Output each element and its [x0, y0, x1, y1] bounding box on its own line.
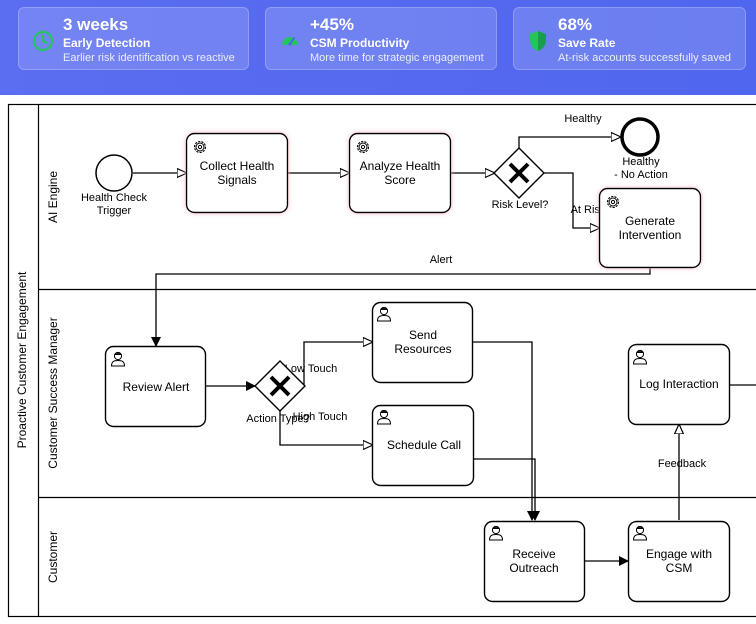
flow-label-low-touch: Low Touch: [285, 363, 337, 375]
task-analyze-health-score[interactable]: Analyze Health Score: [348, 132, 452, 214]
end-event-label: - No Action: [614, 169, 668, 181]
task-receive-outreach[interactable]: Receive Outreach: [483, 520, 586, 603]
task-engage-with-csm[interactable]: Engage with CSM: [627, 520, 731, 603]
gear-icon: [356, 140, 370, 154]
start-event[interactable]: [95, 154, 133, 192]
kpi-value: 68%: [558, 15, 593, 34]
gateway-label: Risk Level?: [492, 199, 549, 211]
flow-schedule-to-receive: [474, 458, 540, 521]
kpi-card-save-rate: 68% Save Rate At-risk accounts successfu…: [513, 7, 746, 70]
kpi-label: CSM Productivity: [310, 36, 410, 50]
pool-label: Proactive Customer Engagement: [15, 271, 29, 448]
kpi-label: Save Rate: [558, 36, 616, 50]
task-label: Intervention: [619, 228, 682, 242]
lane-label-customer: Customer: [46, 531, 60, 583]
task-label: Generate: [625, 214, 675, 228]
start-event-label: Health Check: [81, 192, 148, 204]
flow-healthy: [518, 137, 620, 148]
kpi-value: +45%: [310, 15, 354, 34]
task-label: Analyze Health: [360, 159, 441, 173]
gauge-icon: [282, 37, 298, 46]
kpi-description: At-risk accounts successfully saved: [558, 52, 732, 64]
flow-high-touch: [279, 410, 372, 445]
task-label: Signals: [217, 173, 256, 187]
task-collect-health-signals[interactable]: Collect Health Signals: [185, 132, 289, 214]
task-label: Resources: [394, 342, 451, 356]
task-label: Send: [409, 328, 437, 342]
flow-label-alert: Alert: [430, 254, 453, 266]
flow-alert: [151, 268, 651, 347]
task-log-interaction[interactable]: Log Interaction: [627, 343, 731, 426]
flow-label-feedback: Feedback: [658, 458, 707, 470]
sequence-flows: [133, 137, 756, 566]
flow-low-touch: [303, 342, 372, 386]
gateway-label: Action Type?: [246, 413, 309, 425]
kpi-card-csm-productivity: +45% CSM Productivity More time for stra…: [265, 7, 497, 70]
flow-label-high-touch: High Touch: [293, 411, 348, 423]
kpi-card-early-detection: 3 weeks Early Detection Earlier risk ide…: [18, 7, 249, 70]
task-send-resources[interactable]: Send Resources: [371, 301, 474, 384]
task-label: Review Alert: [123, 380, 190, 394]
start-event-label: Trigger: [97, 205, 132, 217]
kpi-description: Earlier risk identification vs reactive: [63, 52, 235, 64]
lane-label-ai-engine: AI Engine: [46, 171, 60, 223]
flow-label-at-risk: At Risk: [571, 204, 606, 216]
kpi-value: 3 weeks: [63, 15, 129, 34]
end-event[interactable]: [620, 117, 660, 157]
flow-send-to-receive: [473, 341, 537, 521]
kpi-banner: 3 weeks Early Detection Earlier risk ide…: [0, 0, 756, 95]
kpi-label: Early Detection: [63, 36, 151, 50]
task-label: Score: [384, 173, 416, 187]
task-label: CSM: [666, 561, 693, 575]
shield-icon: [530, 31, 546, 51]
gear-icon: [193, 140, 207, 154]
task-label: Log Interaction: [639, 377, 718, 391]
gear-icon: [606, 195, 620, 209]
task-label: Collect Health: [200, 159, 275, 173]
task-generate-intervention[interactable]: Generate Intervention: [598, 187, 702, 269]
task-label: Outreach: [509, 561, 558, 575]
flow-label-healthy: Healthy: [564, 113, 602, 125]
task-review-alert[interactable]: Review Alert: [104, 345, 207, 428]
task-label: Receive: [512, 547, 556, 561]
gateway-action-type[interactable]: [254, 360, 306, 412]
kpi-description: More time for strategic engagement: [310, 52, 484, 64]
task-schedule-call[interactable]: Schedule Call: [371, 404, 475, 487]
clock-icon: [32, 30, 54, 52]
task-label: Schedule Call: [387, 438, 461, 452]
end-event-label: Healthy: [622, 156, 660, 168]
task-label: Engage with: [646, 547, 712, 561]
flow-at-risk: [544, 172, 599, 228]
bpmn-diagram: Proactive Customer Engagement AI Engine …: [7, 103, 756, 618]
lane-label-csm: Customer Success Manager: [46, 317, 60, 468]
gateway-risk-level[interactable]: [493, 147, 545, 199]
